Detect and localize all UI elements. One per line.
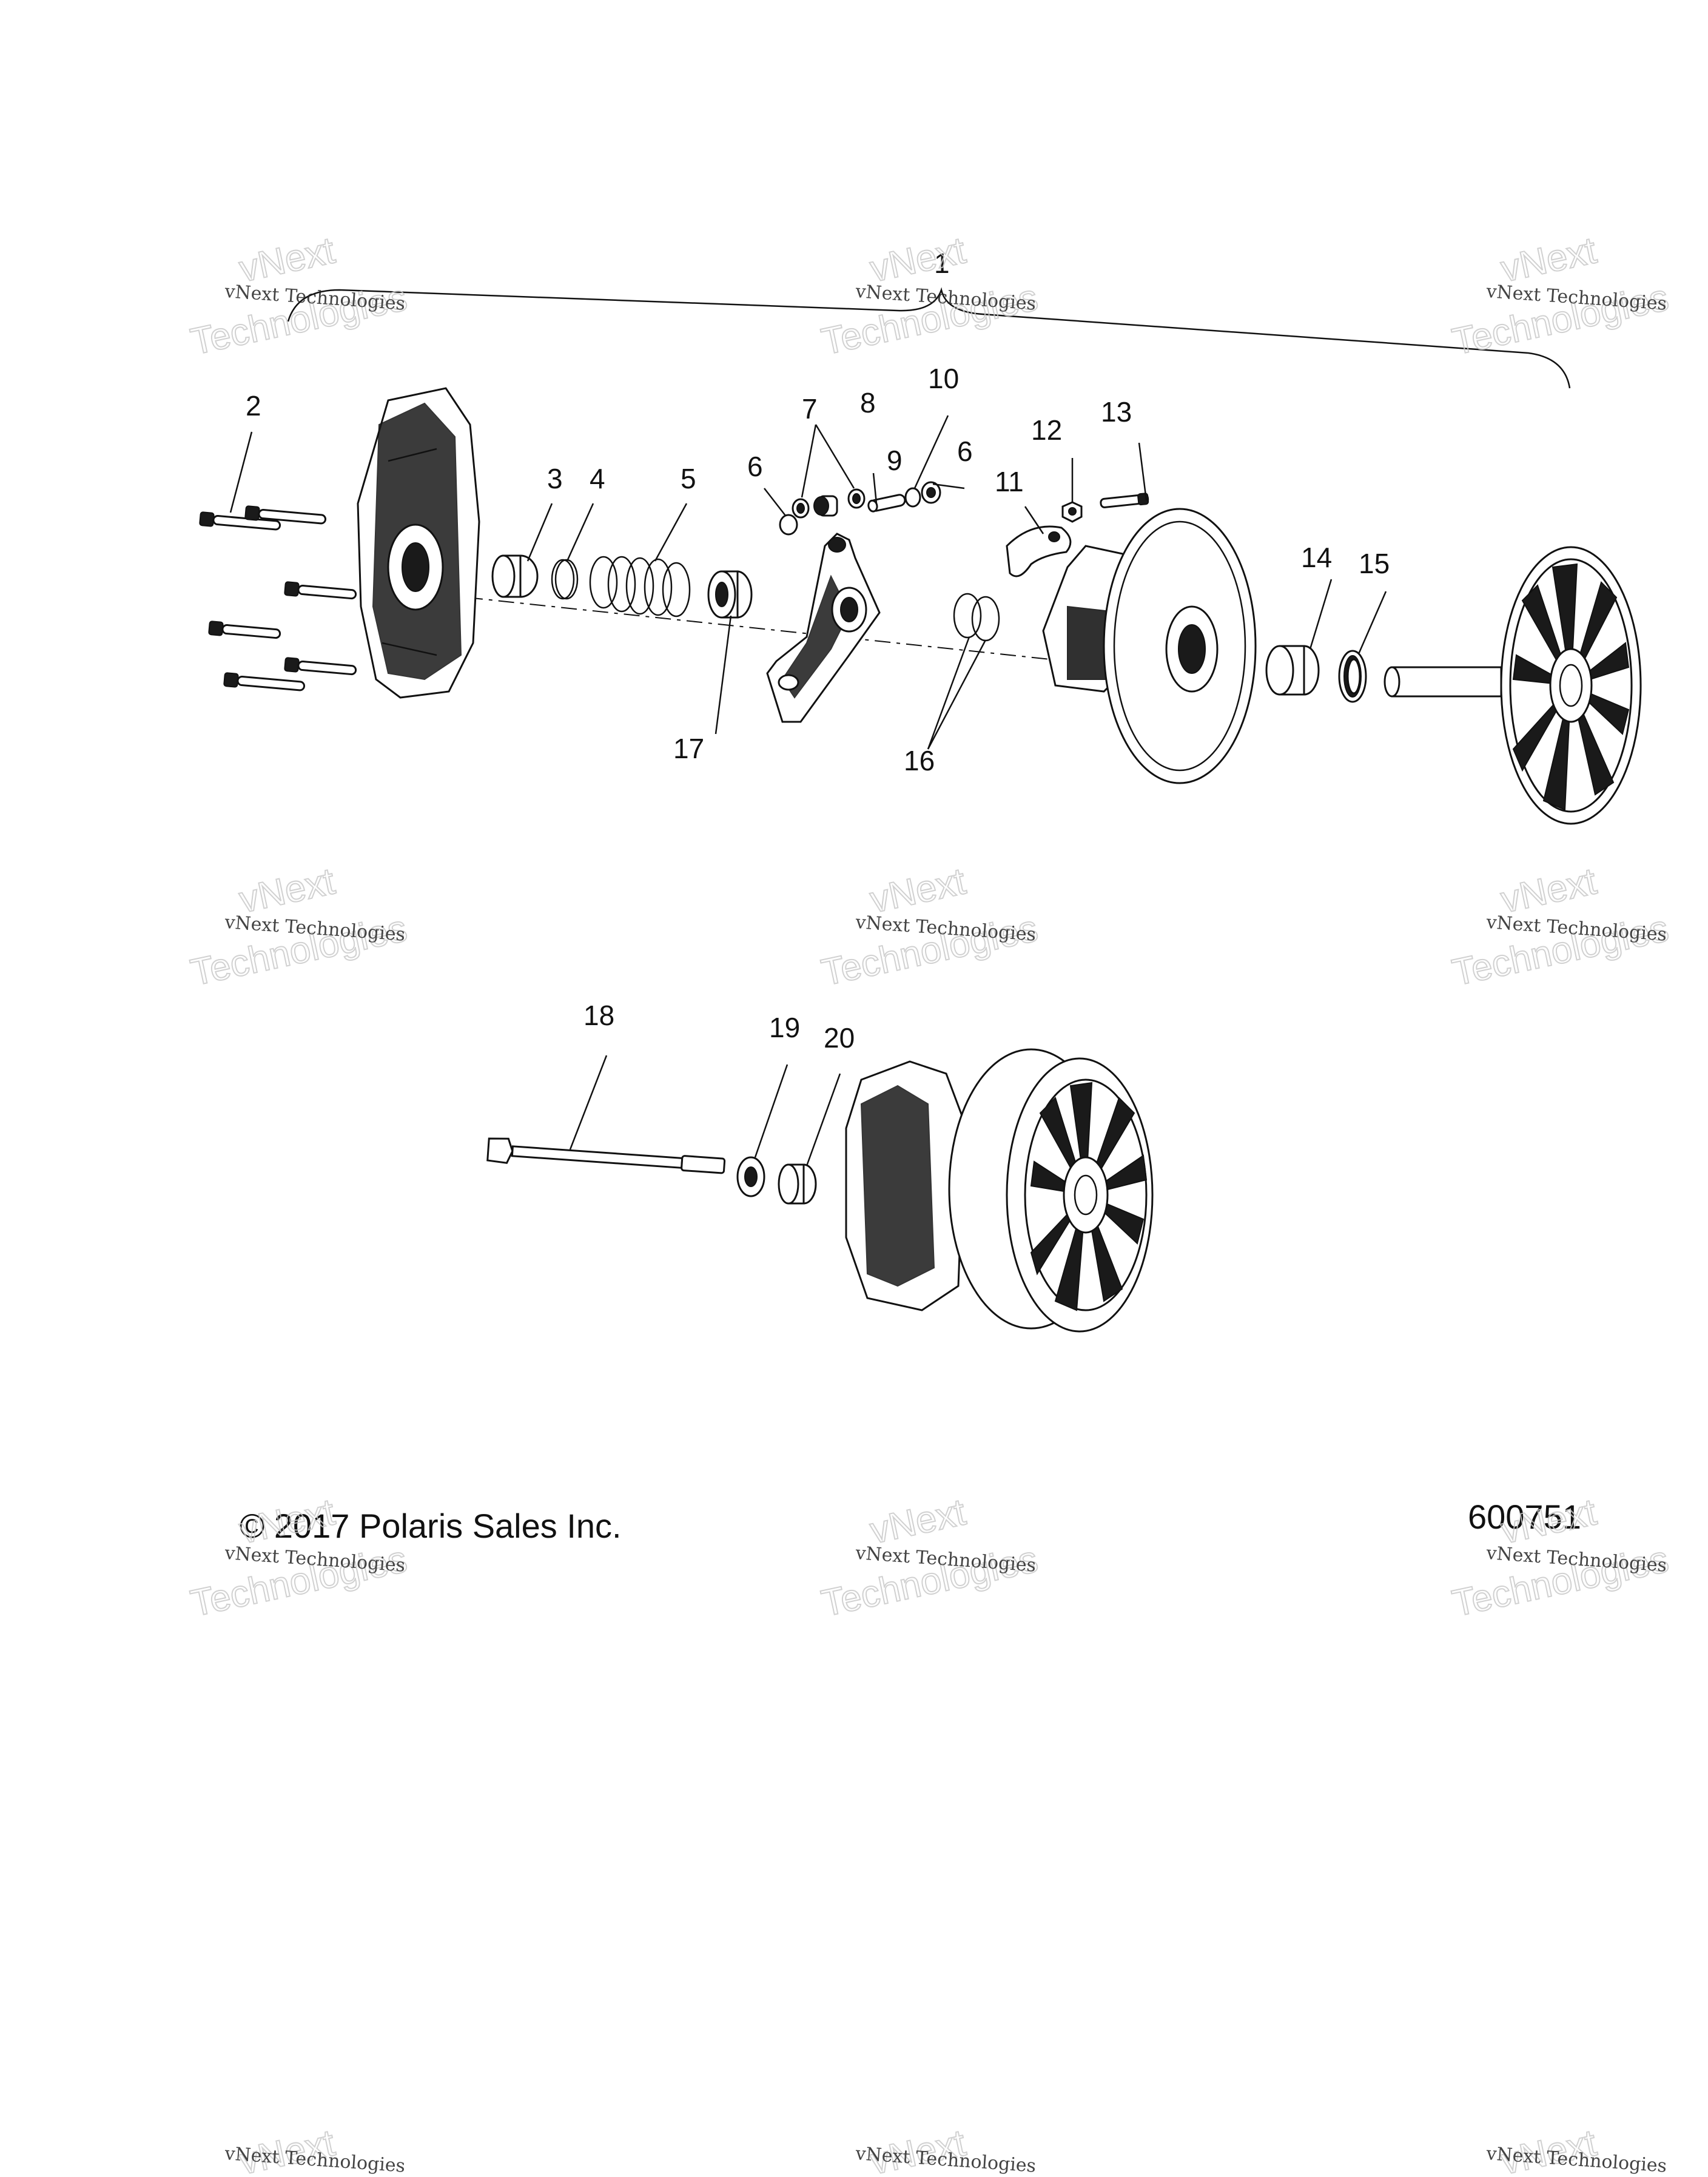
spacer-20 — [778, 1163, 817, 1205]
callout-3: 3 — [547, 463, 563, 494]
copyright-text: © 2017 Polaris Sales Inc. — [240, 1507, 622, 1545]
watermark: vNext Technologies vNext Technologies — [187, 229, 411, 363]
nut-12 — [1061, 501, 1083, 523]
pin-13 — [1100, 493, 1149, 508]
callout-6b: 6 — [957, 436, 973, 467]
bushing-3 — [491, 554, 539, 598]
callout-7: 7 — [802, 393, 818, 425]
watermark: vNext Technologies vNext Technologies — [818, 860, 1042, 994]
callout-13: 13 — [1101, 396, 1132, 428]
assembly-bracket — [287, 287, 1571, 389]
assembled-clutch — [845, 1048, 1154, 1333]
callout-16: 16 — [904, 745, 935, 776]
callout-11: 11 — [995, 466, 1024, 497]
watermark: vNext vNext Technologies — [854, 2121, 1037, 2177]
watermark-big-top: vNext — [1498, 229, 1600, 290]
watermark-big-top: vNext — [1498, 860, 1600, 921]
callout-4: 4 — [590, 463, 605, 494]
callout-labels: 1 2 3 4 5 6 7 8 9 10 6 11 12 13 14 15 16… — [246, 247, 1390, 1054]
cover-spider — [357, 387, 480, 699]
callout-5: 5 — [681, 463, 696, 494]
watermark-big-top: vNext — [867, 860, 969, 921]
watermark-big-top: vNext — [236, 229, 338, 290]
watermark: vNext Technologies vNext Technologies — [818, 1490, 1042, 1625]
watermark: vNext Technologies vNext Technologies — [187, 860, 411, 994]
spring-5 — [589, 556, 691, 617]
footer: © 2017 Polaris Sales Inc. 600751 — [240, 1498, 1581, 1545]
roller-arm — [766, 533, 881, 723]
callout-10: 10 — [928, 363, 959, 394]
center-axis-line — [466, 597, 1068, 662]
ring-4 — [551, 559, 579, 600]
ring-15 — [1338, 650, 1367, 703]
callout-20: 20 — [824, 1022, 855, 1054]
callout-9: 9 — [887, 445, 903, 476]
drawing-number: 600751 — [1468, 1498, 1581, 1536]
watermark-big-top: vNext — [867, 229, 969, 290]
callout-17: 17 — [673, 733, 704, 764]
bolt-18 — [486, 1137, 726, 1174]
bushing-14 — [1265, 645, 1320, 696]
callout-8: 8 — [860, 387, 876, 419]
callout-12: 12 — [1031, 414, 1062, 446]
moveable-sheave — [1042, 508, 1257, 784]
callout-19: 19 — [769, 1012, 800, 1043]
watermark: vNext Technologies vNext Technologies — [1448, 229, 1673, 363]
watermark: vNext vNext Technologies — [223, 2121, 406, 2177]
bolt-group-2 — [199, 505, 357, 691]
watermark: vNext Technologies vNext Technologies — [1448, 860, 1673, 994]
callout-6a: 6 — [747, 451, 763, 482]
small-hardware — [779, 481, 941, 536]
watermark: vNext vNext Technologies — [1485, 2121, 1667, 2177]
leader-lines — [229, 415, 1387, 1166]
fixed-sheave — [1384, 546, 1642, 825]
watermark: vNext Technologies vNext Technologies — [818, 229, 1042, 363]
bushing-17 — [707, 570, 753, 619]
watermark-big-top: vNext — [867, 1491, 969, 1552]
callout-15: 15 — [1359, 548, 1390, 579]
washer-19 — [736, 1156, 765, 1197]
weight-11 — [1006, 525, 1072, 577]
callout-14: 14 — [1301, 542, 1332, 573]
watermark-big-top: vNext — [236, 860, 338, 921]
callout-2: 2 — [246, 390, 261, 422]
rings-16 — [953, 593, 1000, 642]
callout-18: 18 — [583, 1000, 614, 1031]
callout-1: 1 — [934, 247, 950, 279]
